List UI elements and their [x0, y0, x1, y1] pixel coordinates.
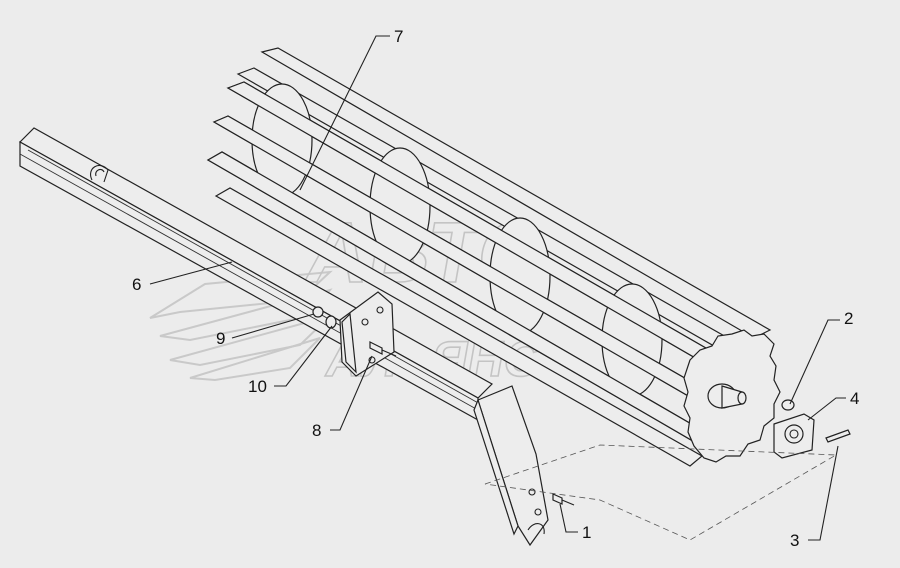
- callout-7: 7: [394, 27, 403, 46]
- callout-9: 9: [216, 329, 225, 348]
- bearing-flange: [773, 413, 815, 459]
- washer-nut-set: [312, 306, 337, 329]
- split-pin: [825, 429, 851, 443]
- callout-4: 4: [850, 389, 859, 408]
- callout-2: 2: [844, 309, 853, 328]
- callout-3: 3: [790, 531, 799, 550]
- callout-6: 6: [132, 275, 141, 294]
- callout-10: 10: [248, 377, 267, 396]
- leader-lines: [149, 35, 846, 541]
- cage-roller: [206, 47, 781, 467]
- hanger-arm: [473, 385, 575, 547]
- callout-1: 1: [582, 523, 591, 542]
- mount-bracket: [339, 291, 397, 377]
- nut: [781, 399, 795, 411]
- assembly-guides: [484, 444, 838, 541]
- callout-8: 8: [312, 421, 321, 440]
